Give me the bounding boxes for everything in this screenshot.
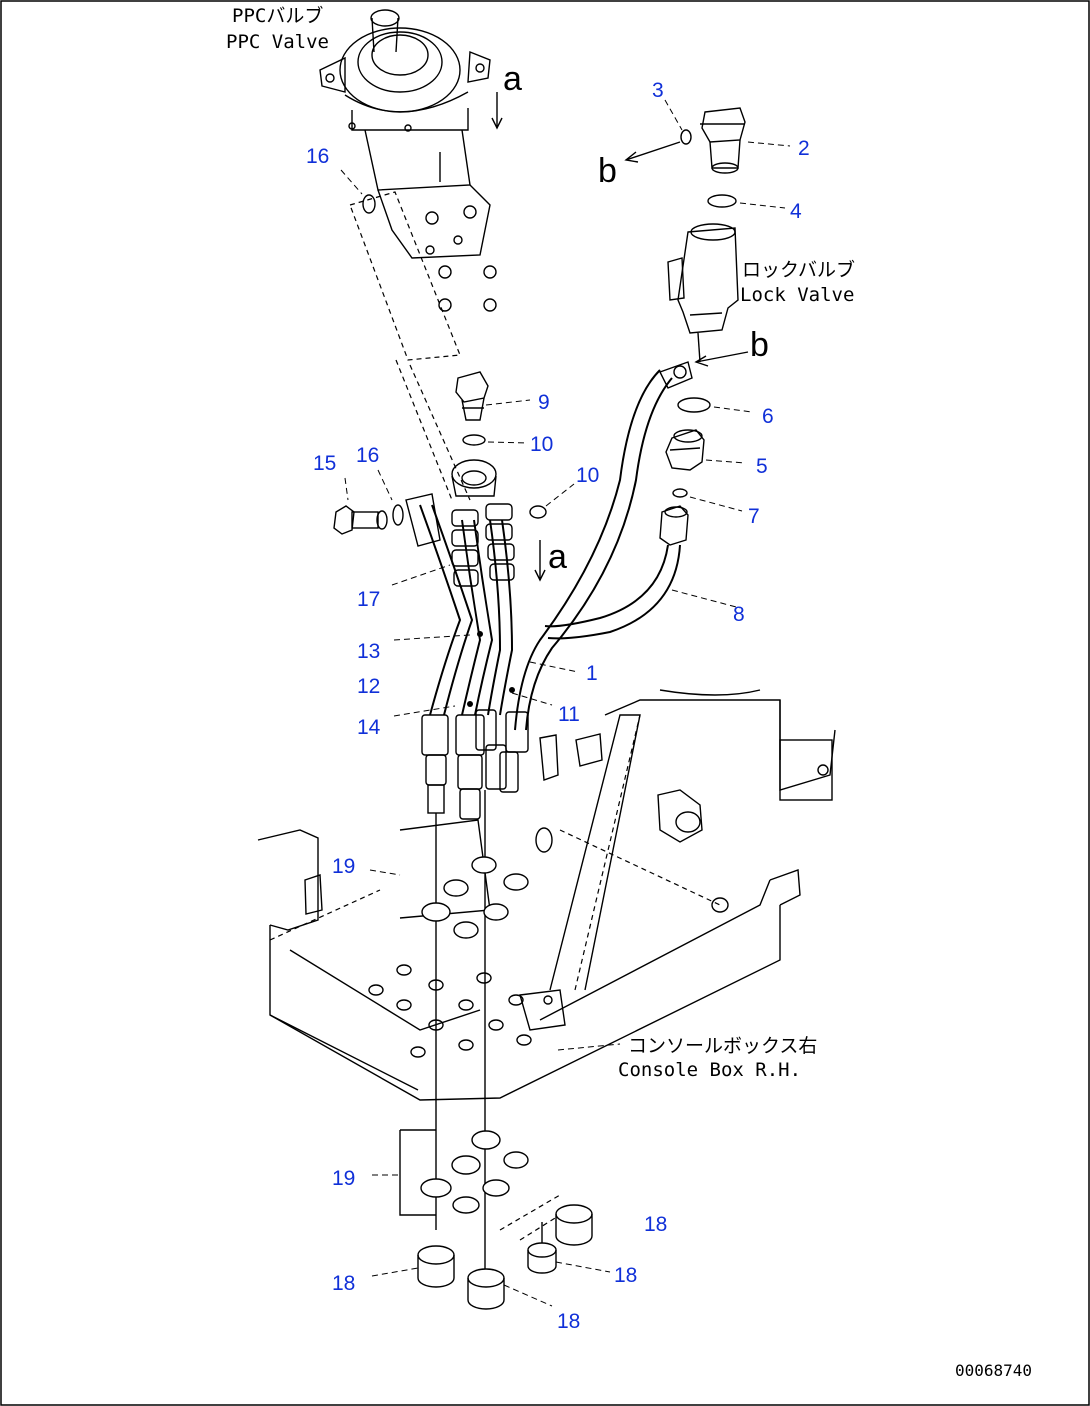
port-circle xyxy=(483,298,497,312)
callout-18-mid: 18 xyxy=(614,1264,637,1287)
hose-1 xyxy=(514,369,661,731)
bracket-19-lower xyxy=(399,1129,436,1216)
hose-13 xyxy=(419,504,462,716)
ppc-valve-label-en: PPC Valve xyxy=(226,31,329,53)
o-ring-3 xyxy=(680,129,692,145)
callout-8: 8 xyxy=(733,603,745,626)
hose-end-fittings xyxy=(421,709,529,820)
console-box-label-en: Console Box R.H. xyxy=(618,1059,801,1081)
reference-number: 00068740 xyxy=(955,1361,1032,1380)
grommet-holes-top xyxy=(421,856,529,939)
spacer-18-d xyxy=(555,1204,593,1246)
hose-8-end-fitting xyxy=(659,505,689,546)
callout-12: 12 xyxy=(357,675,380,698)
lock-valve-label-jp: ロックバルブ xyxy=(742,258,855,281)
port-circle xyxy=(438,298,452,312)
callout-10-lower: 10 xyxy=(576,464,599,487)
spacer-18-a xyxy=(417,1245,455,1288)
callout-16-upper: 16 xyxy=(306,145,329,168)
port-circle xyxy=(438,265,452,279)
ppc-valve xyxy=(319,9,491,259)
ppc-valve-base-outline xyxy=(349,191,461,361)
console-box-label-jp: コンソールボックス右 xyxy=(628,1035,817,1057)
connectors-17 xyxy=(451,503,515,587)
ppc-valve-label-jp: PPCバルブ xyxy=(232,4,323,27)
plug-15 xyxy=(333,505,388,535)
callout-5: 5 xyxy=(756,455,768,478)
o-ring-6 xyxy=(677,397,711,413)
callout-3: 3 xyxy=(652,79,664,102)
hose-14 xyxy=(487,519,502,716)
port-circle xyxy=(483,265,497,279)
callout-16-lower: 16 xyxy=(356,444,379,467)
callout-6: 6 xyxy=(762,405,774,428)
callout-19-lower: 19 xyxy=(332,1167,355,1190)
callout-1: 1 xyxy=(586,662,598,685)
swivel-adapter xyxy=(451,459,497,497)
view-marker-b-upper: b xyxy=(598,152,617,190)
lock-valve-axis xyxy=(697,332,701,363)
elbow-fitting-2 xyxy=(700,107,746,174)
callout-9: 9 xyxy=(538,391,550,414)
callout-18-bottom: 18 xyxy=(557,1310,580,1333)
callout-4: 4 xyxy=(790,200,802,223)
fitting-9 xyxy=(455,371,489,421)
callout-10-upper: 10 xyxy=(530,433,553,456)
o-ring-4 xyxy=(707,194,737,208)
callout-19-upper: 19 xyxy=(332,855,355,878)
o-ring-16 xyxy=(362,194,376,214)
spacer-18-b xyxy=(467,1268,505,1310)
callout-18-left: 18 xyxy=(332,1272,355,1295)
callout-18-right: 18 xyxy=(644,1213,667,1236)
o-ring-10-lower xyxy=(529,505,547,519)
callout-15: 15 xyxy=(313,452,336,475)
callout-7: 7 xyxy=(748,505,760,528)
lock-valve-label-en: Lock Valve xyxy=(740,284,854,306)
callout-17: 17 xyxy=(357,588,380,611)
console-box xyxy=(257,689,836,1101)
lock-valve xyxy=(667,223,739,334)
elbow-fitting xyxy=(405,493,441,547)
callout-2: 2 xyxy=(798,137,810,160)
grommets-19-lower xyxy=(420,1130,529,1214)
view-marker-a-top: a xyxy=(503,60,522,98)
view-marker-b-lower: b xyxy=(750,326,769,364)
fitting-5 xyxy=(665,429,705,471)
callout-14: 14 xyxy=(357,716,381,739)
o-ring-7 xyxy=(672,488,688,498)
hose-8 xyxy=(544,544,669,628)
callout-13: 13 xyxy=(357,640,380,663)
o-ring-10-upper xyxy=(462,434,486,446)
view-marker-a-lower: a xyxy=(548,538,567,576)
o-ring-16-left xyxy=(392,504,404,526)
callout-11: 11 xyxy=(558,703,580,726)
spacer-18-c xyxy=(527,1222,557,1274)
console-mount-holes xyxy=(368,964,532,1058)
